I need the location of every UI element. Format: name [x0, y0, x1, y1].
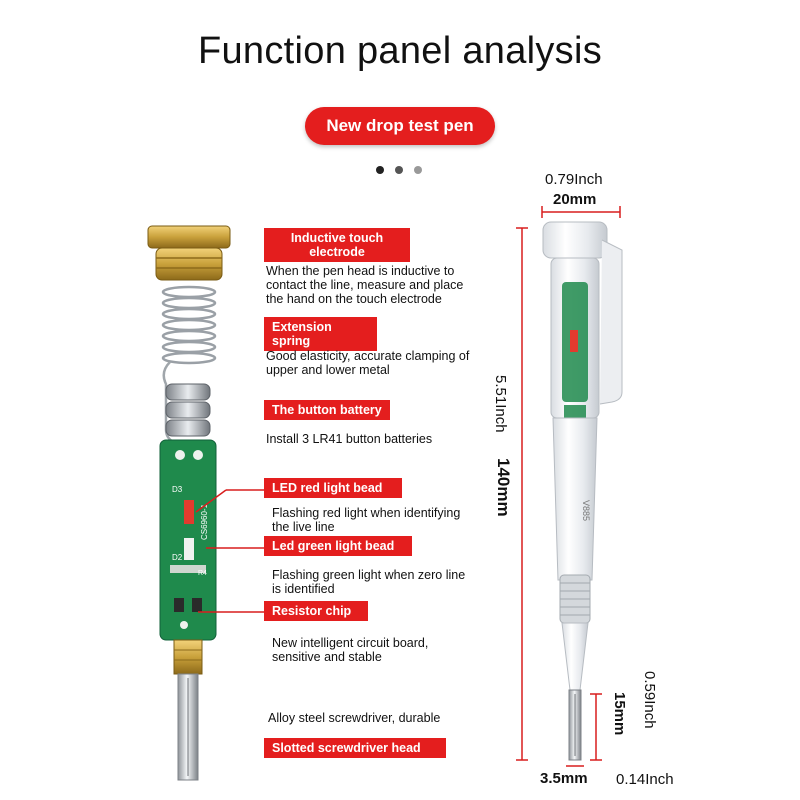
desc-touch-electrode: When the pen head is inductive to contac…: [266, 264, 463, 306]
label-touch-electrode: Inductive touch electrode: [264, 228, 410, 262]
pcb-r4-text: R4: [198, 570, 207, 577]
pcb-d2-text: D2: [172, 553, 183, 562]
dim-tip-w-inch: 0.14Inch: [616, 771, 674, 788]
extension-spring: [161, 285, 217, 446]
carousel-dot-1[interactable]: [376, 166, 384, 174]
desc-extension-spring-line1: Good elasticity, accurate clamping of: [266, 349, 470, 363]
desc-led-green-line1: Flashing green light when zero line: [272, 568, 466, 582]
screwdriver-head: [173, 639, 203, 781]
desc-resistor-chip: New intelligent circuit board, sensitive…: [272, 636, 428, 664]
pen-model-text: V885: [581, 500, 591, 521]
label-touch-electrode-line2: electrode: [309, 245, 365, 259]
label-slotted-screwdriver: Slotted screwdriver head: [264, 738, 446, 758]
desc-button-battery: Install 3 LR41 button batteries: [266, 432, 432, 446]
carousel-dot-3[interactable]: [414, 166, 422, 174]
callout-leaders: [195, 489, 264, 613]
dim-tip-w-mm: 3.5mm: [540, 770, 588, 787]
dim-length-mm: 140mm: [494, 458, 513, 517]
circuit-board: D3 D2 R4 CS6960-1: [159, 439, 217, 641]
assembled-pen: V885: [542, 221, 623, 761]
dim-tip-len-mm: 15mm: [611, 692, 628, 736]
dimension-lines: [516, 206, 621, 767]
desc-screwdriver: Alloy steel screwdriver, durable: [268, 711, 441, 725]
touch-electrode: [147, 225, 231, 281]
desc-extension-spring-line2: upper and lower metal: [266, 363, 390, 377]
desc-resistor-chip-line2: sensitive and stable: [272, 650, 382, 664]
desc-touch-electrode-line2: contact the line, measure and place: [266, 278, 464, 292]
desc-extension-spring: Good elasticity, accurate clamping of up…: [266, 349, 469, 377]
product-pill: New drop test pen: [305, 107, 495, 145]
desc-touch-electrode-line1: When the pen head is inductive to: [266, 264, 455, 278]
carousel-dot-2[interactable]: [395, 166, 403, 174]
page-title: Function panel analysis: [197, 30, 603, 72]
desc-led-red-line1: Flashing red light when identifying: [272, 506, 461, 520]
label-resistor-chip: Resistor chip: [264, 601, 368, 621]
button-batteries: [165, 383, 211, 437]
label-button-battery: The button battery: [264, 400, 390, 420]
desc-led-green: Flashing green light when zero line is i…: [272, 568, 465, 596]
dim-tip-len-inch: 0.59Inch: [641, 671, 658, 729]
label-led-red: LED red light bead: [264, 478, 402, 498]
desc-led-green-line2: is identified: [272, 582, 335, 596]
label-led-green: Led green light bead: [264, 536, 412, 556]
dim-width-inch: 0.79Inch: [545, 171, 603, 188]
desc-led-red-line2: the live line: [272, 520, 335, 534]
desc-resistor-chip-line1: New intelligent circuit board,: [272, 636, 429, 650]
dim-length-inch: 5.51Inch: [492, 375, 509, 433]
label-extension-spring: Extension spring: [264, 317, 377, 351]
pcb-d3-text: D3: [172, 485, 183, 494]
label-touch-electrode-line1: Inductive touch: [290, 231, 384, 245]
desc-touch-electrode-line3: the hand on the touch electrode: [266, 292, 442, 306]
desc-led-red: Flashing red light when identifying the …: [272, 506, 460, 534]
desc-button-battery-line1: Install 3 LR41 button batteries: [266, 432, 433, 446]
pcb-model-text: CS6960-1: [200, 503, 209, 540]
dim-width-mm: 20mm: [553, 191, 597, 208]
